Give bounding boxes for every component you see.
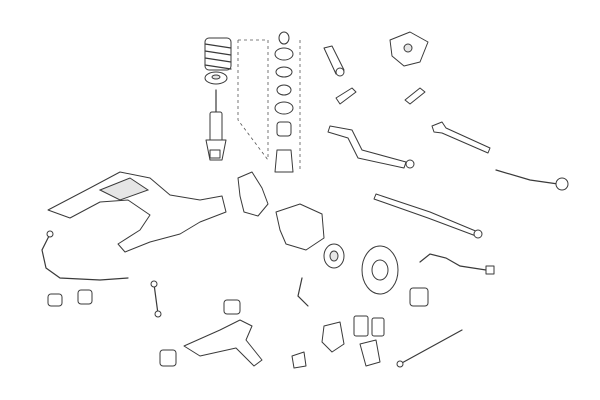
abs-sensor-icon [419,253,495,275]
strut-mount-icon [204,71,228,85]
push-rod-icon [396,329,463,368]
stabilizer-link-icon [335,87,426,105]
brake-caliper-icon [321,321,345,353]
brake-hose-icon [297,277,309,307]
steering-rack-icon [327,125,415,169]
brake-bracket-icon [291,339,381,369]
wheel-carrier-icon [237,171,269,217]
strut-rubber-parts-icon [237,31,301,173]
steering-knuckle-upper-icon [389,31,429,67]
tie-rod-end-icon [323,45,345,77]
control-arm-icon [183,319,263,367]
sway-bar-icon [41,230,129,281]
brake-disc-icon [361,245,399,295]
stabilizer-link-icon [150,280,162,318]
coil-spring-icon [204,37,232,71]
wheel-hub-icon [323,243,345,269]
shock-absorber-icon [205,89,227,161]
dust-shield-icon [275,203,325,251]
subframe-icon [47,171,227,253]
bushing-icon [47,287,429,367]
tie-rod-icon [373,121,569,239]
brake-pads-icon [353,315,385,337]
